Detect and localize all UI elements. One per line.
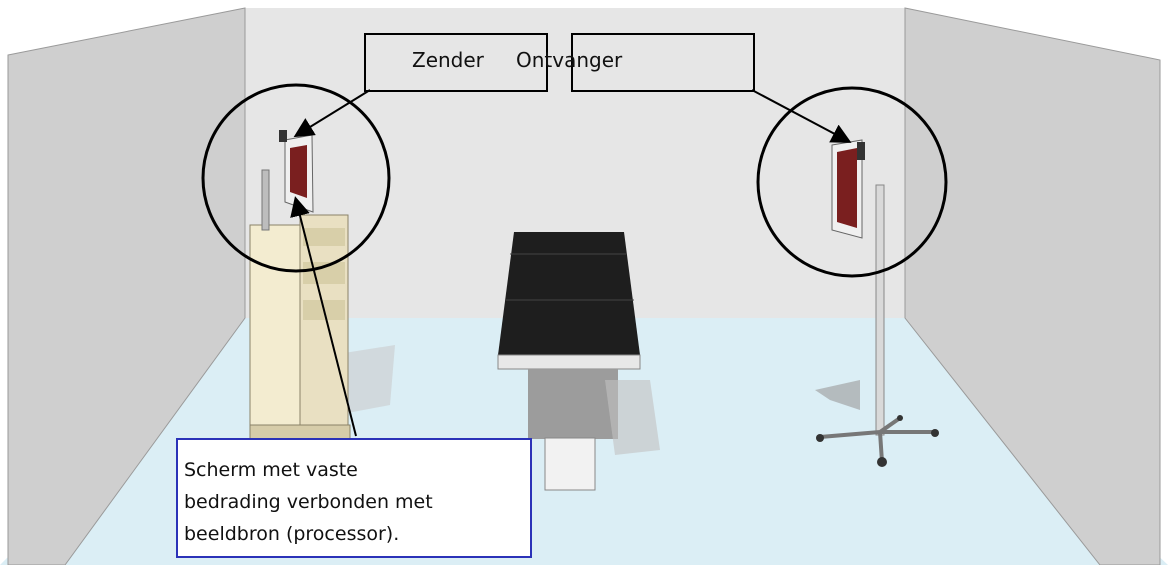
zender-label: Zender <box>412 48 484 72</box>
zender-box <box>364 33 548 92</box>
right-highlight-circle <box>756 86 948 278</box>
left-monitor <box>279 130 314 213</box>
right-wall <box>904 7 1161 565</box>
left-wall <box>7 7 246 565</box>
back-wall <box>245 8 905 318</box>
operating-table <box>497 232 660 491</box>
zender-arrow <box>293 89 371 138</box>
cable-arrow <box>290 196 357 437</box>
ontvanger-label: Ontvanger <box>516 48 623 72</box>
left-highlight-circle <box>201 83 391 273</box>
ontvanger-box <box>571 33 755 92</box>
info-callout-box: Scherm met vaste bedrading verbonden met… <box>176 438 532 558</box>
right-monitor <box>815 139 939 467</box>
ontvanger-arrow <box>751 89 852 143</box>
info-callout-text: Scherm met vaste bedrading verbonden met… <box>184 459 433 545</box>
